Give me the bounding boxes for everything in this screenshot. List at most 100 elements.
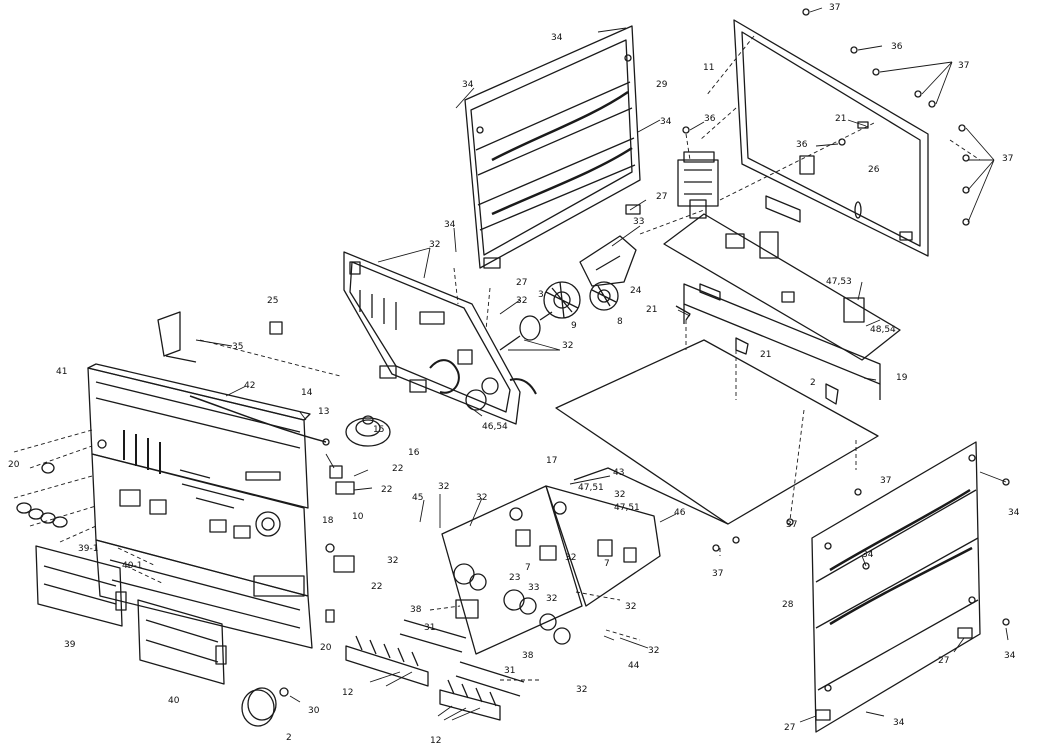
part-label: 39 [64, 640, 76, 650]
part-label: 14 [301, 388, 313, 398]
part-label: 27 [938, 656, 949, 666]
part-label: 20 [8, 460, 20, 470]
part-label: 26 [868, 165, 880, 175]
transformer [677, 151, 719, 219]
part-label: 40 [168, 696, 180, 706]
part-label: 12 [342, 688, 353, 698]
part-label: 7 [604, 559, 610, 569]
pulley [345, 415, 391, 447]
part-label: 32 [648, 646, 659, 656]
sub-chassis-tray [663, 213, 901, 405]
part-label: 47,51 [614, 503, 640, 513]
part-label: 21 [835, 114, 846, 124]
part-label: 3 [538, 290, 544, 300]
part-label: 38 [410, 605, 422, 615]
part-label: 37 [712, 569, 723, 579]
part-label: 34 [1008, 508, 1020, 518]
part-label: 33 [528, 583, 539, 593]
part-label: 44 [628, 661, 640, 671]
part-label: 34 [660, 117, 672, 127]
part-label: 34 [862, 550, 874, 560]
front-panel [87, 363, 313, 649]
part-label: 46 [674, 508, 686, 518]
part-label: 2 [810, 378, 816, 388]
part-label: 22 [371, 582, 382, 592]
cassette-door-left [35, 545, 127, 627]
gear-assembly [499, 235, 637, 351]
part-label: 32 [438, 482, 449, 492]
part-label: 32 [429, 240, 440, 250]
part-label: 9 [571, 321, 577, 331]
rear-chassis-panel [464, 25, 641, 269]
button-cluster [16, 462, 68, 528]
part-label: 22 [392, 464, 403, 474]
connector-strip-lower [439, 661, 525, 721]
part-label: 2 [286, 733, 292, 743]
part-label: 32 [516, 296, 527, 306]
part-label: 34 [1004, 651, 1016, 661]
volume-knob [241, 687, 289, 727]
part-label: 29 [656, 80, 668, 90]
part-label: 32 [476, 493, 487, 503]
part-label: 30 [308, 706, 320, 716]
part-label: 34 [462, 80, 474, 90]
part-label: 13 [318, 407, 329, 417]
part-label: 36 [796, 140, 808, 150]
part-label: 22 [381, 485, 392, 495]
connector-strip-upper [345, 619, 467, 687]
part-label: 32 [562, 341, 573, 351]
part-label: 32 [625, 602, 636, 612]
part-label: 31 [424, 623, 435, 633]
part-label: 32 [565, 553, 576, 563]
assembly-guide-lines [13, 35, 981, 681]
part-label: 32 [546, 594, 557, 604]
part-label: 36 [891, 42, 903, 52]
part-label: 31 [504, 666, 515, 676]
cassette-mechanism-board [441, 485, 661, 655]
part-label: 37 [829, 3, 840, 13]
part-label: 11 [703, 63, 714, 73]
part-label: 17 [546, 456, 557, 466]
part-label: 21 [646, 305, 657, 315]
part-label: 19 [896, 373, 908, 383]
part-label: 8 [617, 317, 623, 327]
part-label: 37 [1002, 154, 1013, 164]
part-label: 16 [408, 448, 420, 458]
part-label: 46,54 [482, 422, 508, 432]
part-label: 34 [444, 220, 456, 230]
part-label: 42 [244, 381, 255, 391]
part-label: 28 [782, 600, 794, 610]
part-label: 10 [352, 512, 364, 522]
part-label: 45 [412, 493, 423, 503]
part-label: 12 [430, 736, 441, 746]
part-label: 34 [893, 718, 905, 728]
part-label: 35 [232, 342, 243, 352]
part-label: 32 [387, 556, 398, 566]
part-label: 37 [786, 520, 797, 530]
part-label: 47,51 [578, 483, 604, 493]
side-panel [811, 441, 981, 733]
part-label: 37 [880, 476, 891, 486]
part-label: 21 [760, 350, 771, 360]
part-label: 27 [656, 192, 667, 202]
screws [682, 8, 1010, 626]
part-label: 33 [633, 217, 644, 227]
part-label: 41 [56, 367, 67, 377]
part-label: 7 [525, 563, 531, 573]
part-label: 47,53 [826, 277, 852, 287]
part-label: 34 [551, 33, 563, 43]
part-label: 27 [516, 278, 527, 288]
rear-board-panel [733, 19, 929, 257]
part-label: 40-1 [122, 561, 142, 571]
part-label: 43 [613, 468, 624, 478]
part-label: 24 [630, 286, 642, 296]
part-label: 37 [958, 61, 969, 71]
bottom-plate [555, 339, 879, 525]
small-parts-left [157, 311, 355, 623]
part-label: 39-1 [78, 544, 98, 554]
part-label: 23 [509, 573, 520, 583]
part-label: 38 [522, 651, 534, 661]
part-label: 48,54 [870, 325, 896, 335]
part-label: 20 [320, 643, 332, 653]
part-label: 15 [373, 425, 384, 435]
